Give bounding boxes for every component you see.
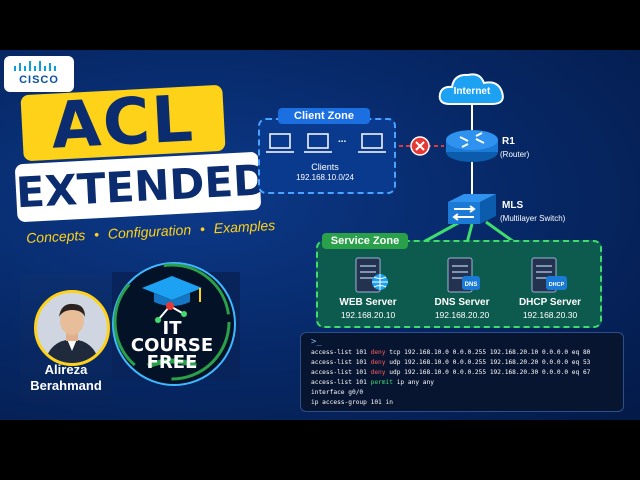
person-icon bbox=[37, 293, 107, 363]
code-line: access-list 101 deny udp 192.168.10.0 0.… bbox=[311, 359, 591, 366]
graduation-cap-icon bbox=[113, 263, 231, 381]
deny-keyword: deny bbox=[370, 369, 386, 376]
server-ip: 192.168.20.20 bbox=[434, 310, 490, 320]
author-first-name: Alireza bbox=[44, 362, 88, 377]
author-name: Alireza Berahmand bbox=[20, 362, 112, 394]
internet-label: Internet bbox=[453, 86, 491, 97]
dhcp-badge: DHCP bbox=[549, 282, 565, 288]
avatar bbox=[34, 290, 110, 366]
server-ip: 192.168.20.10 bbox=[340, 310, 396, 320]
permit-keyword: permit bbox=[370, 379, 393, 386]
blocked-x-icon bbox=[410, 136, 430, 156]
switch-icon bbox=[448, 194, 496, 224]
code-line: access-list 101 deny tcp 192.168.10.0 0.… bbox=[311, 349, 591, 356]
router-desc: (Router) bbox=[500, 150, 530, 159]
course-logo bbox=[112, 262, 236, 386]
switch-name: MLS bbox=[502, 200, 524, 211]
client-zone bbox=[258, 118, 396, 194]
router-name: R1 bbox=[502, 136, 515, 147]
cisco-wordmark: CISCO bbox=[19, 74, 59, 86]
laptop-icon bbox=[266, 133, 386, 153]
clients-subnet: 192.168.10.0/24 bbox=[296, 173, 354, 182]
server-ip: 192.168.20.30 bbox=[522, 310, 578, 320]
switch-desc: (Multilayer Switch) bbox=[500, 214, 566, 223]
dns-badge: DNS bbox=[465, 282, 478, 288]
logo-line: IT bbox=[162, 318, 182, 339]
server-name: DHCP Server bbox=[518, 297, 582, 308]
client-ellipsis: ... bbox=[338, 134, 347, 145]
letterbox-top bbox=[0, 0, 640, 50]
cloud-icon bbox=[438, 73, 504, 105]
terminal-panel: >_ access-list 101 deny tcp 192.168.10.0… bbox=[300, 332, 624, 412]
server-icon: DNS bbox=[447, 257, 480, 293]
cisco-logo: CISCO bbox=[4, 56, 74, 92]
server-name: DNS Server bbox=[434, 297, 490, 308]
course-logo-text: IT COURSE FREE bbox=[112, 318, 232, 373]
client-zone-title: Client Zone bbox=[278, 108, 370, 124]
code-line: ip access-group 101 in bbox=[311, 399, 393, 406]
code-line: interface g0/0 bbox=[311, 389, 364, 396]
deny-keyword: deny bbox=[370, 359, 386, 366]
code-line: access-list 101 deny udp 192.168.10.0 0.… bbox=[311, 369, 591, 376]
code-line: access-list 101 permit ip any any bbox=[311, 379, 434, 386]
logo-line: FREE bbox=[146, 352, 198, 373]
clients-label: Clients bbox=[311, 162, 339, 172]
letterbox-bottom bbox=[0, 420, 640, 480]
terminal-prompt-icon: >_ bbox=[311, 337, 322, 347]
router-icon bbox=[446, 130, 498, 162]
cisco-logo-icon bbox=[14, 61, 56, 71]
service-zone-title: Service Zone bbox=[322, 233, 408, 249]
logo-line: COURSE bbox=[130, 335, 214, 356]
server-icon bbox=[355, 257, 388, 293]
deny-keyword: deny bbox=[370, 349, 386, 356]
server-icon: DHCP bbox=[531, 257, 567, 293]
author-last-name: Berahmand bbox=[30, 378, 102, 393]
server-name: WEB Server bbox=[339, 297, 397, 308]
